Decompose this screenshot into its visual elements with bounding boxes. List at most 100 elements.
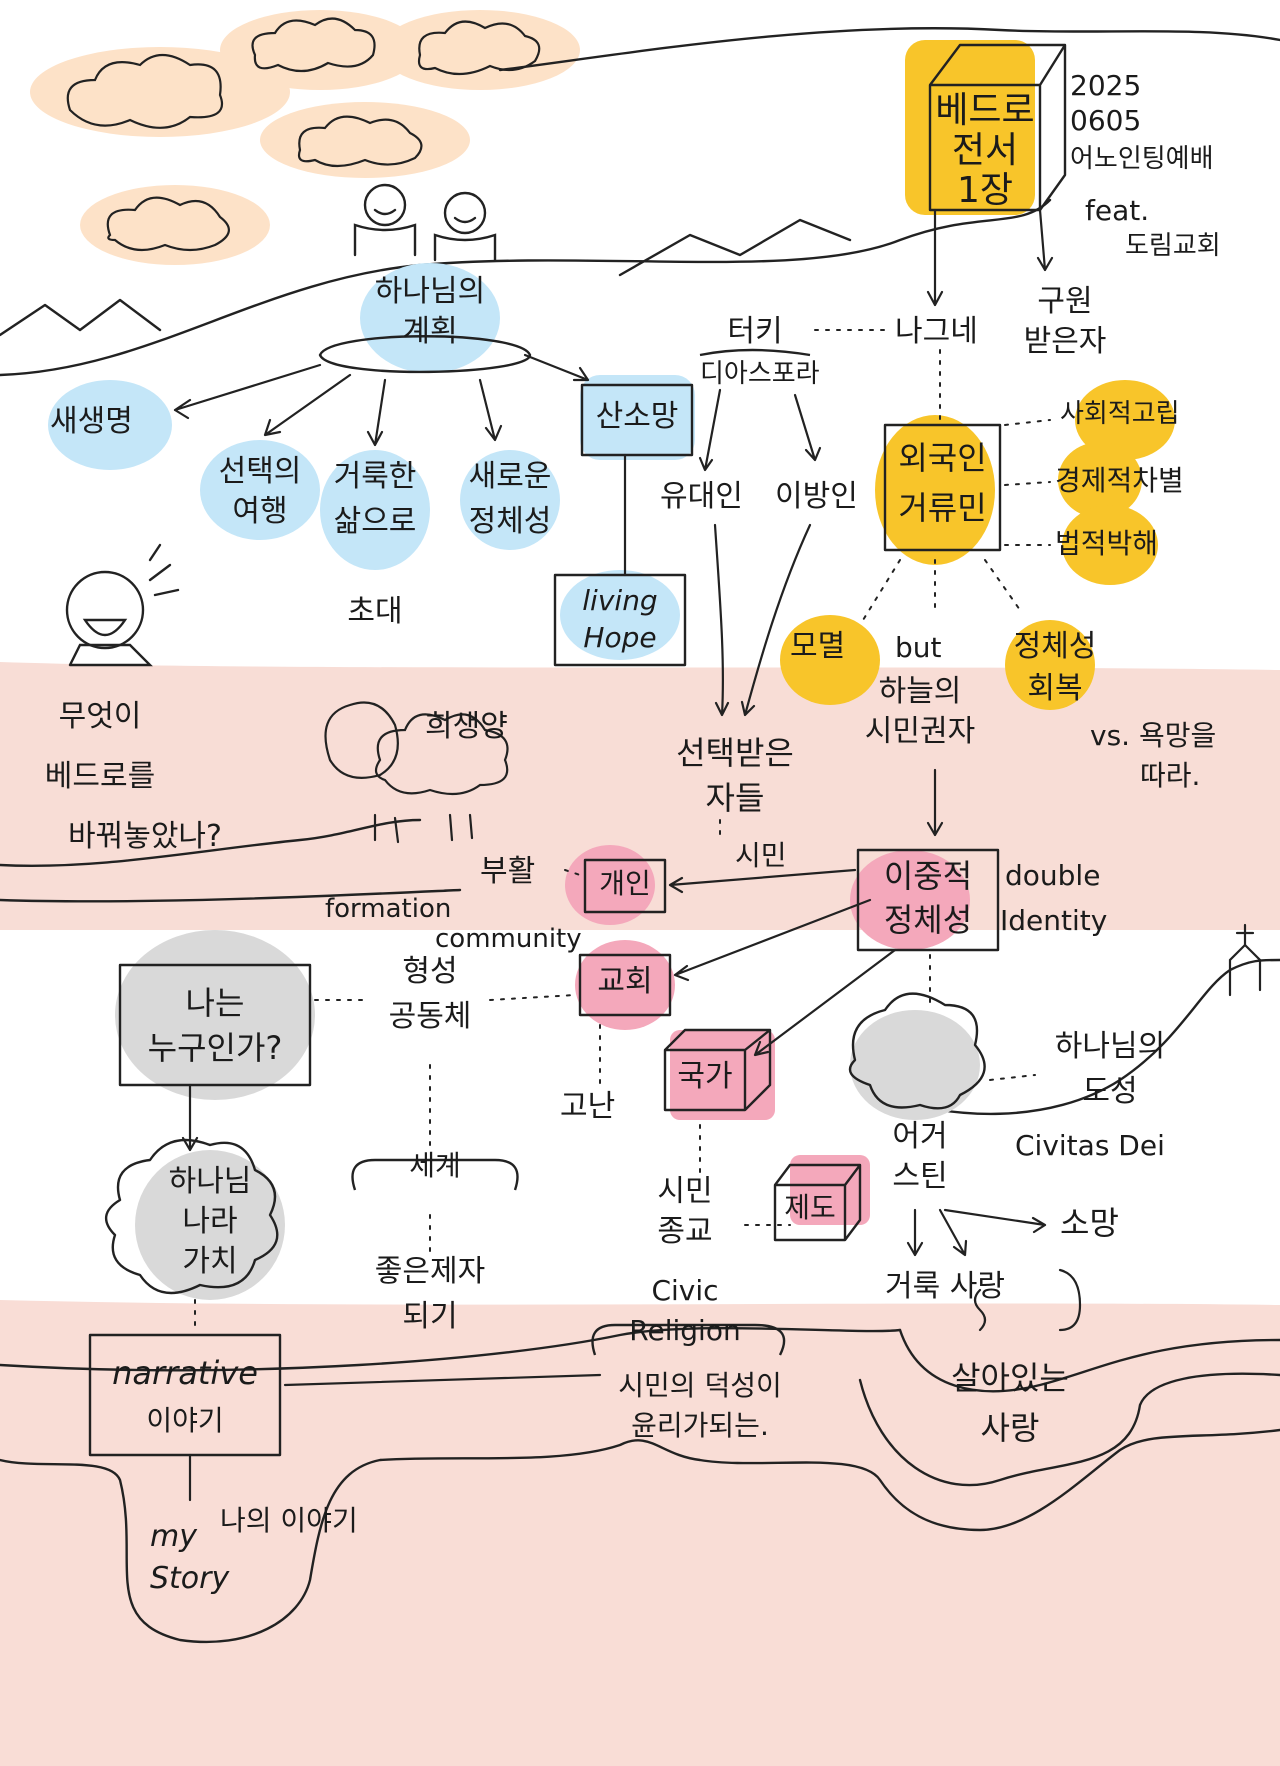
- formation-kr-line-2: 공동체: [388, 999, 472, 1034]
- arrow-double-church: [673, 898, 872, 982]
- legal-persecution: 법적박해: [1055, 527, 1159, 560]
- system-box: [773, 1163, 862, 1242]
- kingdom-line-3: 가치: [182, 1244, 238, 1279]
- arrow-jews-elect: [713, 523, 730, 717]
- hl-kingdom: [135, 1150, 285, 1300]
- desire-line-1: vs. 욕망을: [1090, 719, 1217, 752]
- holy-line-1: 거룩한: [333, 459, 417, 494]
- double-identity-en-line-2: Identity: [1000, 904, 1108, 937]
- double-identity-line-1: 이중적: [883, 857, 973, 895]
- double-identity-box: [856, 848, 1000, 952]
- turkey-underline: [699, 348, 811, 357]
- laughing-man-body: [68, 643, 153, 667]
- new-life: 새생명: [50, 404, 133, 439]
- cloud-2: [251, 17, 376, 73]
- religion-bracket: [591, 1323, 786, 1356]
- augustine-head: [848, 992, 986, 1110]
- hl-alien: [875, 415, 995, 565]
- individual: 개인: [599, 867, 651, 900]
- resurrection: 부활: [480, 854, 536, 889]
- sheep-body: [374, 713, 509, 796]
- living-hope-en-box: [553, 573, 687, 667]
- arrow-double-nation: [753, 948, 897, 1057]
- person-1-smile: [373, 208, 397, 216]
- church-box: [578, 953, 672, 1017]
- arrow-gentiles-elect: [740, 523, 812, 717]
- hl-indignity: [780, 615, 880, 705]
- dot-alien-indignity: [859, 559, 901, 626]
- world: 세계: [409, 1149, 461, 1182]
- question-line-3: 바꿔놓았나?: [68, 819, 222, 854]
- person-1-head: [363, 183, 407, 227]
- upper-band: [0, 662, 1280, 930]
- civic-en: Civic: [651, 1274, 719, 1307]
- augustine-line-1: 어거: [892, 1119, 948, 1154]
- person-2-smile: [453, 216, 477, 224]
- augustine-line-2: 스틴: [892, 1159, 948, 1194]
- sojourner: 나그네: [895, 314, 978, 349]
- arrow-plan-chosen: [263, 373, 352, 437]
- bottom-trench: [0, 1428, 1280, 1644]
- civic-ethics-line-2: 윤리가되는.: [631, 1409, 769, 1442]
- hl-chosen: [200, 440, 320, 540]
- arrow-who-kingdom: [181, 1083, 199, 1152]
- plan-line-1: 하나님의: [374, 274, 486, 309]
- desire-line-2: 따라.: [1140, 759, 1201, 792]
- who-box: [118, 963, 312, 1087]
- squiggle-love: [973, 1268, 1082, 1332]
- cloud-highlight-3: [380, 10, 580, 90]
- dot-alien-social: [1004, 419, 1051, 426]
- hl-new-identity: [460, 450, 560, 550]
- kingdom-cloud: [105, 1138, 279, 1295]
- alien-line-1: 외국인: [898, 439, 987, 477]
- saved-line-2: 받은자: [1023, 324, 1107, 359]
- diaspora: 디아스포라: [700, 359, 820, 389]
- good-disciple-line-2: 되기: [402, 1299, 458, 1334]
- living-hope-box: [580, 383, 694, 457]
- hl-living-hope: [580, 375, 695, 460]
- laughing-man-head: [65, 570, 145, 650]
- individual-box: [583, 858, 667, 914]
- arrow-title-sojourner: [926, 208, 944, 307]
- top-ridge: [498, 27, 1280, 72]
- arrow-augustine-love1: [906, 1208, 924, 1257]
- meta-feat: feat.: [1085, 194, 1150, 227]
- dot-augustine-city: [989, 1074, 1036, 1081]
- dot-formation-church: [489, 994, 576, 1001]
- suffering: 고난: [560, 1089, 616, 1124]
- cloud-1: [66, 53, 223, 129]
- economic-discrimination: 경제적차별: [1055, 464, 1184, 497]
- meta-service: 어노인팅예배: [1070, 144, 1214, 174]
- civic-ethics-line-1: 시민의 덕성이: [618, 1369, 782, 1402]
- laughing-man-mouth: [82, 618, 128, 637]
- narrative-en: narrative: [112, 1354, 258, 1392]
- holy-line-2: 삶으로: [333, 504, 417, 539]
- system: 제도: [784, 1191, 836, 1224]
- elect-line-2: 자들: [705, 779, 765, 817]
- identity-line-2: 회복: [1027, 671, 1083, 706]
- arrow-plan-identity: [478, 378, 503, 442]
- arrow-heavenly-double: [926, 768, 944, 837]
- living-hope-en-line-2: Hope: [583, 621, 657, 654]
- right-cliff: [878, 958, 1280, 1116]
- narrative-box: [88, 1333, 282, 1457]
- arrow-title-saved: [1036, 208, 1054, 272]
- saved-line-1: 구원: [1037, 284, 1093, 319]
- dot-resurrection-individual: [564, 869, 581, 876]
- arrow-plan-hope: [523, 353, 590, 382]
- new-identity-line-1: 새로운: [468, 459, 552, 494]
- arrow-plan-newlife: [173, 363, 322, 420]
- cloud-3: [417, 20, 541, 76]
- nation-box: [663, 1028, 772, 1112]
- alien-line-2: 거류민: [898, 489, 987, 527]
- civic-religion-kr-line-2: 종교: [657, 1214, 713, 1249]
- person-2-head: [443, 191, 487, 235]
- heavenly-line-2: 시민권자: [864, 714, 976, 749]
- arrow-diaspora-gentiles: [793, 393, 822, 462]
- hl-legal: [1062, 505, 1158, 585]
- middle-wave-2: [0, 888, 462, 903]
- arrow-plan-holy: [366, 378, 387, 447]
- gentiles: 이방인: [775, 479, 858, 514]
- but: but: [895, 631, 942, 664]
- arrow-augustine-hope: [943, 1208, 1047, 1234]
